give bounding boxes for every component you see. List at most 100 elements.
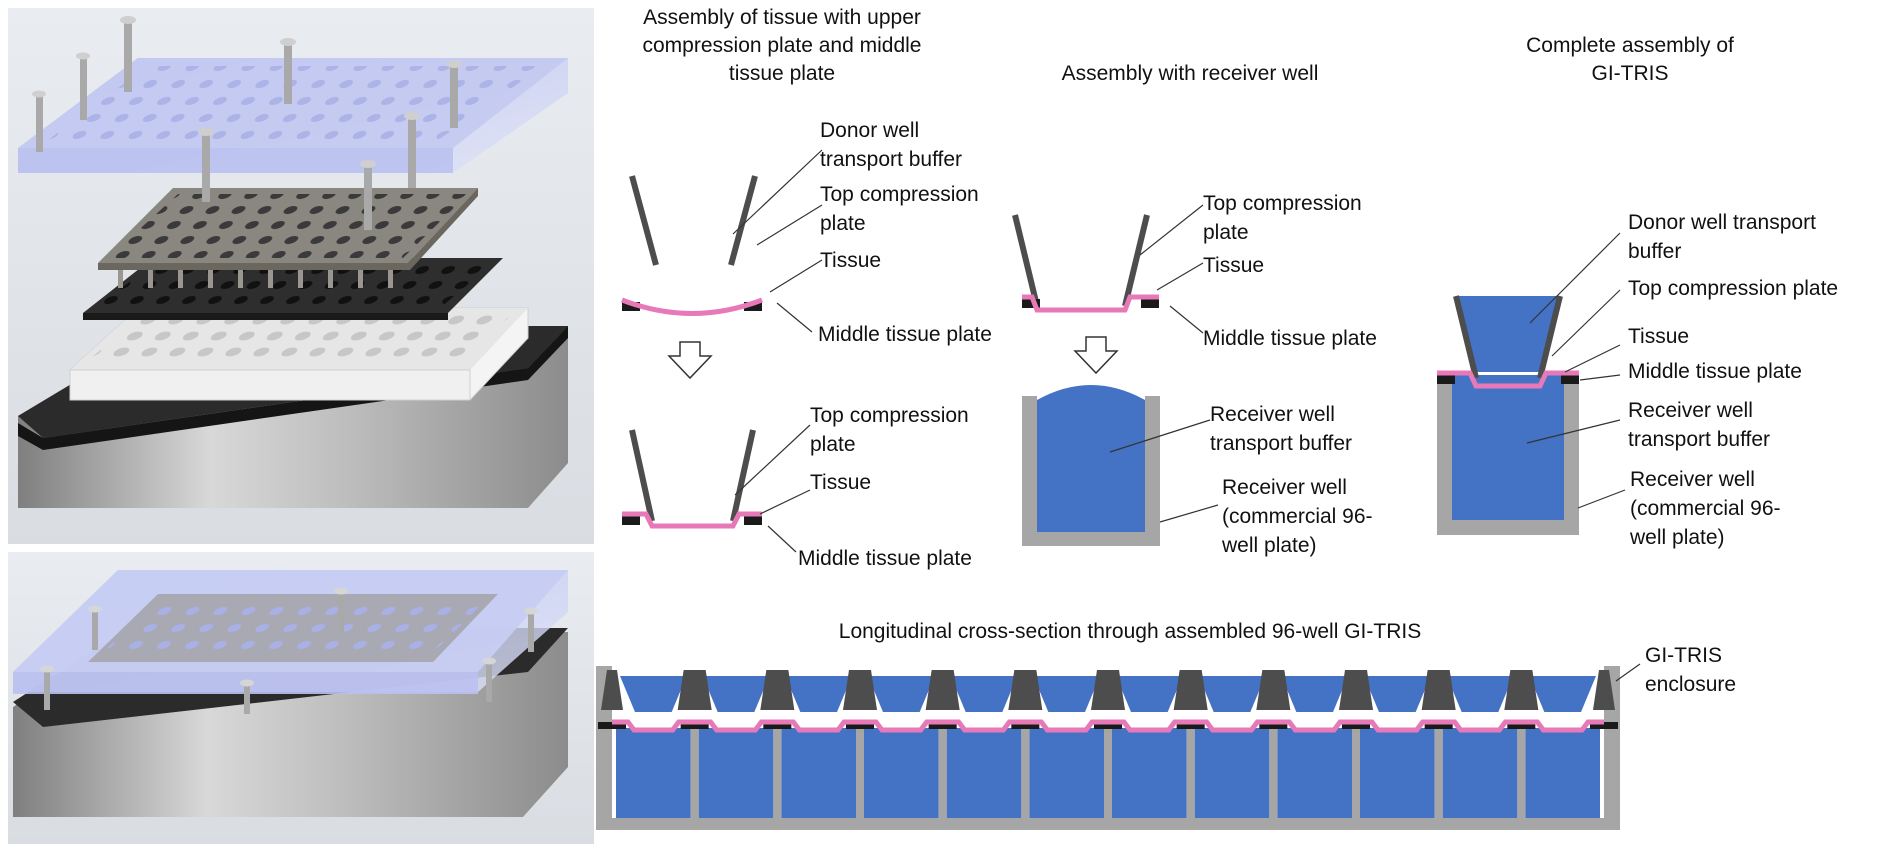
label-tissue: Tissue	[820, 246, 881, 275]
label-line: plate	[810, 433, 856, 456]
middle-tissue-plate	[1259, 722, 1288, 729]
top-compression-plate	[601, 670, 623, 710]
label-line: transport buffer	[820, 148, 963, 171]
label-line: well plate)	[1222, 534, 1317, 557]
label-top-compression-plate: Top compression plate	[1628, 274, 1838, 303]
step2-header: Assembly with receiver well	[1020, 60, 1360, 88]
exploded-assembly-render	[8, 8, 594, 544]
label-line: Receiver well	[1630, 468, 1755, 491]
middle-tissue-plate	[846, 722, 874, 729]
label-middle-tissue-plate: Middle tissue plate	[1203, 324, 1377, 353]
donor-well-buffer	[1198, 676, 1266, 712]
label-tissue: Tissue	[1203, 251, 1264, 280]
label-line: Tissue	[810, 471, 872, 494]
label-line: (commercial 96-	[1222, 505, 1373, 528]
middle-tissue-plate	[598, 722, 626, 729]
top-compression-plate	[925, 670, 960, 710]
receiver-well-buffer	[946, 728, 1022, 818]
donor-well-buffer	[1281, 676, 1348, 712]
label-line: Top compression plate	[1628, 277, 1839, 300]
label-receiver-well-buffer: Receiver well transport buffer	[1210, 400, 1352, 458]
cross-section-header: Longitudinal cross-section through assem…	[760, 618, 1500, 646]
receiver-well-buffer	[1452, 375, 1564, 520]
receiver-well-wall	[856, 728, 864, 818]
top-compression-plate	[1091, 670, 1125, 710]
receiver-well-buffer	[864, 728, 939, 818]
leader-line	[756, 204, 823, 246]
label-line: Tissue	[1628, 325, 1690, 348]
middle-tissue-plate	[744, 302, 762, 311]
donor-well-buffer	[1116, 676, 1183, 712]
step1b-diagram	[622, 424, 811, 553]
receiver-well-wall	[690, 728, 699, 818]
donor-well-buffer	[1456, 296, 1560, 372]
label-top-compression-plate: Top compression plate	[1203, 189, 1362, 247]
middle-tissue-plate	[1011, 722, 1040, 729]
label-line: GI-TRIS	[1645, 644, 1722, 667]
down-arrow-icon	[667, 341, 713, 380]
label-receiver-well: Receiver well (commercial 96- well plate…	[1222, 473, 1373, 560]
label-line: Top compression	[1203, 192, 1362, 215]
middle-tissue-plate	[622, 302, 640, 311]
label-line: transport buffer	[1628, 428, 1771, 451]
receiver-well-wall	[1434, 728, 1443, 818]
receiver-well-buffer	[698, 728, 774, 818]
label-line: buffer	[1628, 240, 1682, 263]
label-receiver-well: Receiver well (commercial 96- well plate…	[1630, 465, 1781, 552]
header-line: compression plate and middle	[642, 34, 922, 57]
label-receiver-well-buffer: Receiver well transport buffer	[1628, 396, 1770, 454]
receiver-well-buffer	[1037, 385, 1145, 532]
tissue	[612, 719, 1604, 733]
donor-well-buffer	[1033, 676, 1100, 712]
leader-line	[776, 302, 813, 333]
label-line: Donor well	[820, 119, 920, 142]
leader-line	[769, 259, 823, 293]
header-line: tissue plate	[728, 62, 836, 85]
screw-icon	[32, 16, 462, 230]
label-middle-tissue-plate: Middle tissue plate	[1628, 357, 1802, 386]
label-line: transport buffer	[1210, 432, 1353, 455]
label-tissue: Tissue	[810, 468, 871, 497]
leader-line	[732, 149, 823, 235]
receiver-well-buffer	[1194, 728, 1270, 818]
top-compression-plate	[1008, 670, 1043, 710]
step3-header: Complete assembly of GI-TRIS	[1470, 32, 1790, 88]
top-compression-plate	[1339, 670, 1373, 710]
leader-line	[1615, 663, 1641, 682]
label-line: plate	[820, 212, 866, 235]
tissue	[621, 297, 763, 316]
middle-tissue-plate	[1590, 722, 1618, 729]
middle-tissue-plate	[680, 722, 709, 729]
top-compression-plate-wall	[629, 175, 659, 266]
receiver-well-wall	[1104, 728, 1112, 818]
label-line: Middle tissue plate	[798, 547, 972, 570]
label-line: Tissue	[820, 249, 882, 272]
top-compression-plate-wall	[728, 175, 758, 266]
donor-well-buffer	[785, 676, 852, 712]
receiver-well-wall	[1269, 728, 1278, 818]
middle-tissue-plate	[1342, 722, 1370, 729]
step1-header: Assembly of tissue with upper compressio…	[602, 4, 962, 88]
donor-well-buffer	[702, 676, 770, 712]
label-line: Top compression	[810, 404, 969, 427]
top-compression-plate	[1504, 670, 1539, 710]
label-middle-tissue-plate: Middle tissue plate	[798, 544, 972, 573]
middle-tissue-plate	[763, 722, 792, 729]
donor-well-buffer	[868, 676, 935, 712]
top-compression-plate	[677, 670, 712, 710]
longitudinal-cross-section	[596, 666, 1620, 830]
header-line: GI-TRIS	[1591, 62, 1669, 85]
receiver-well-buffer	[616, 728, 691, 818]
donor-well-buffer	[1529, 676, 1596, 712]
header-line: Complete assembly of	[1526, 34, 1734, 57]
top-compression-plate	[760, 670, 795, 710]
label-line: (commercial 96-	[1630, 497, 1781, 520]
step2-diagram	[1012, 204, 1219, 546]
label-line: Receiver well	[1210, 403, 1335, 426]
donor-well-buffer	[950, 676, 1018, 712]
receiver-well-buffer	[1360, 728, 1435, 818]
label-line: Middle tissue plate	[1628, 360, 1802, 383]
label-line: enclosure	[1645, 673, 1737, 696]
